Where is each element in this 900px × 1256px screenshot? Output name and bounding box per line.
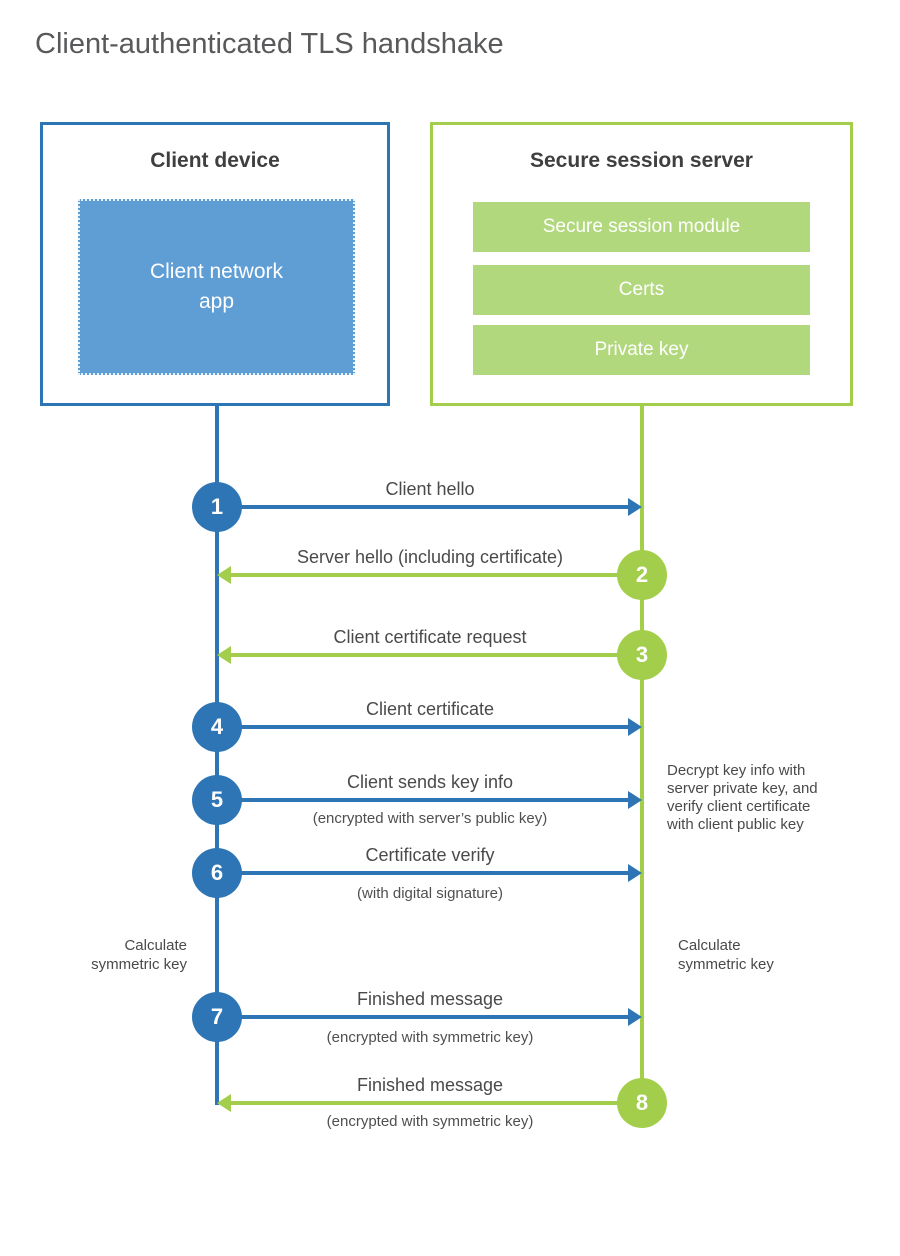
client-network-app-box: Client network app (78, 199, 355, 375)
calculate-symmetric-key-note-client: Calculate symmetric key (91, 937, 187, 973)
step-6-sublabel: (with digital signature) (357, 885, 503, 902)
step-4-arrow (217, 725, 629, 729)
step-4-label: Client certificate (365, 699, 495, 719)
step-1-badge: 1 (192, 482, 242, 532)
server-certs-bar: Certs (473, 265, 810, 315)
step-1-arrow (217, 505, 629, 509)
step-2-badge: 2 (617, 550, 667, 600)
client-lifeline (215, 406, 219, 1105)
step-3-arrow (230, 653, 642, 657)
step-8-label: Finished message (356, 1075, 504, 1095)
step-3-badge: 3 (617, 630, 667, 680)
step-5-label: Client sends key info (346, 772, 514, 792)
step-8-sublabel: (encrypted with symmetric key) (326, 1113, 534, 1130)
step-7-sublabel: (encrypted with symmetric key) (326, 1029, 534, 1046)
step-8-badge: 8 (617, 1078, 667, 1128)
step-2-label: Server hello (including certificate) (296, 547, 564, 567)
decrypt-key-note: Decrypt key info with server private key… (667, 762, 818, 833)
step-5-arrow (217, 798, 629, 802)
step-5-sublabel: (encrypted with server’s public key) (312, 810, 548, 827)
step-4-badge: 4 (192, 702, 242, 752)
step-3-label: Client certificate request (333, 627, 527, 647)
calculate-symmetric-key-note-server: Calculate symmetric key (678, 937, 774, 973)
secure-session-server-heading: Secure session server (530, 149, 753, 172)
step-1-label: Client hello (385, 479, 475, 499)
step-7-badge: 7 (192, 992, 242, 1042)
step-2-arrow (230, 573, 642, 577)
client-device-box: Client device Client network app (40, 122, 390, 406)
step-5-badge: 5 (192, 775, 242, 825)
step-6-arrow (217, 871, 629, 875)
server-lifeline (640, 406, 644, 1105)
client-device-heading: Client device (150, 149, 280, 172)
page-title: Client-authenticated TLS handshake (35, 28, 504, 60)
step-8-arrow (230, 1101, 642, 1105)
step-7-arrow (217, 1015, 629, 1019)
secure-session-server-box: Secure session server Secure session mod… (430, 122, 853, 406)
server-private-key-bar: Private key (473, 325, 810, 375)
step-7-label: Finished message (356, 989, 504, 1009)
step-6-badge: 6 (192, 848, 242, 898)
step-6-label: Certificate verify (365, 845, 495, 865)
server-module-bar: Secure session module (473, 202, 810, 252)
client-network-app-label: Client network app (149, 259, 284, 313)
